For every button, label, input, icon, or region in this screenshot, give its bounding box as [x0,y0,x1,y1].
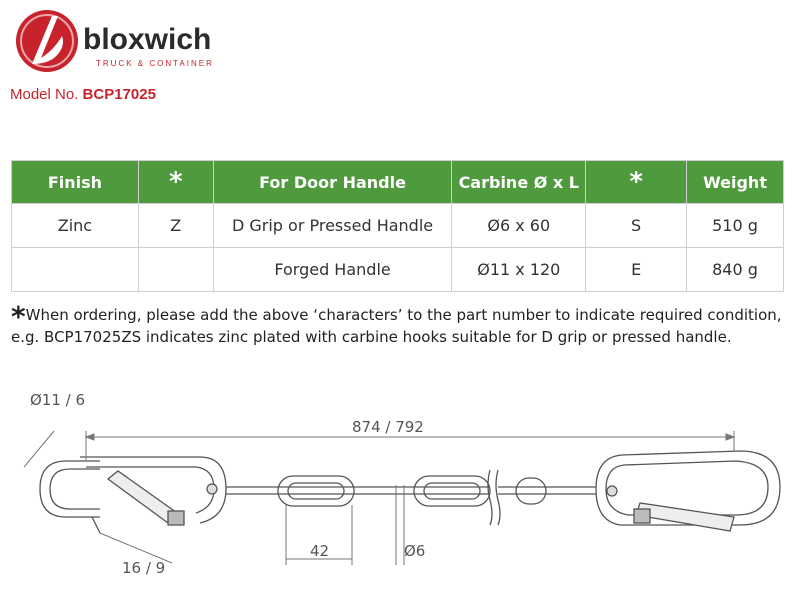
spec-table: Finish * For Door Handle Carbine Ø x L *… [11,160,784,292]
table-row: Forged Handle Ø11 x 120 E 840 g [11,247,784,292]
table-header-row: Finish * For Door Handle Carbine Ø x L *… [11,160,784,204]
cell-carbine: Ø6 x 60 [451,203,587,248]
dim-chain-diameter-label: Ø6 [404,542,425,560]
brand-tagline: TRUCK & CONTAINER [96,59,214,68]
dim-gate-label: 16 / 9 [122,559,165,577]
chain-link-icon [413,475,491,507]
header-finish: Finish [11,160,139,204]
cell-carbine: Ø11 x 120 [451,247,587,292]
cell-door-handle: D Grip or Pressed Handle [212,203,453,248]
header-star-carbine: * [585,160,688,204]
cell-finish [11,247,139,292]
ordering-note: *When ordering, please add the above ‘ch… [11,303,796,348]
brand-name: bloxwich [83,23,211,56]
cell-finish: Zinc [11,203,139,248]
dim-diameter-label: Ø11 / 6 [30,391,85,409]
cell-finish-code [137,247,214,292]
model-number: Model No. BCP17025 [10,86,156,103]
header-carbine: Carbine Ø x L [451,160,587,204]
technical-drawing: Ø11 / 6 874 / 792 42 Ø6 16 / 9 [23,391,781,577]
chain-link-icon [515,477,547,505]
header-star-finish: * [137,160,214,204]
cell-door-handle: Forged Handle [212,247,453,292]
cell-finish-code: Z [137,203,214,248]
cell-carbine-code: S [585,203,688,248]
model-label: Model No. [10,86,79,103]
cell-carbine-code: E [585,247,688,292]
chain-link-icon [277,475,355,507]
right-carabiner-icon [595,450,781,532]
cell-weight: 510 g [686,203,784,248]
model-code: BCP17025 [82,86,156,103]
dim-length-label: 874 / 792 [352,418,424,436]
header-door-handle: For Door Handle [212,160,453,204]
left-carabiner-icon [39,456,227,534]
note-text: When ordering, please add the above ‘cha… [11,306,782,346]
cell-weight: 840 g [686,247,784,292]
dim-link-length-label: 42 [310,542,329,560]
header-weight: Weight [686,160,784,204]
table-row: Zinc Z D Grip or Pressed Handle Ø6 x 60 … [11,203,784,248]
brand-logo: bloxwich TRUCK & CONTAINER [10,8,240,84]
note-star: * [11,300,26,333]
